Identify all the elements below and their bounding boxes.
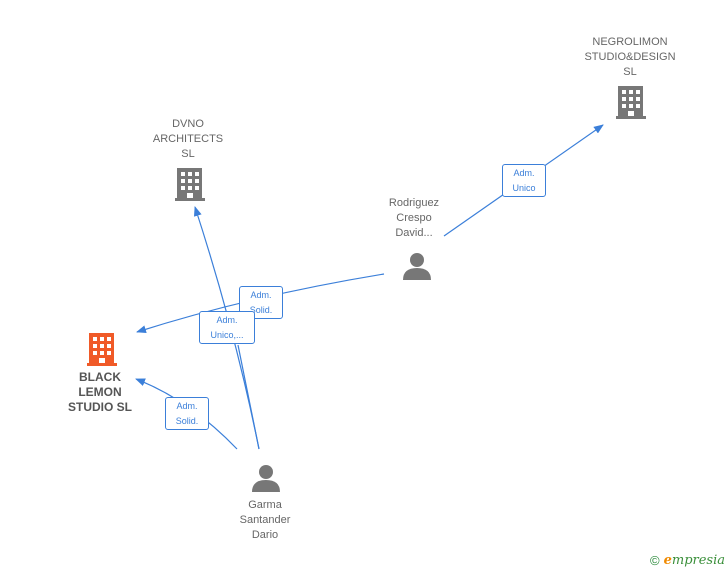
node-label-black-lemon[interactable]: BLACK LEMON STUDIO SL [67, 370, 132, 414]
building-icon [616, 86, 646, 119]
node-label-rodriguez[interactable]: Rodriguez Crespo David... [388, 197, 440, 239]
building-icon [175, 168, 205, 201]
edge-label-adm-unico-more: Adm. Unico,... [199, 311, 255, 344]
building-icon-main [87, 333, 117, 366]
node-label-dvno[interactable]: DVNO ARCHITECTS SL [152, 118, 224, 160]
copyright-icon: © [650, 553, 660, 568]
edge-label-adm-solid: Adm. Solid. [165, 397, 209, 430]
edge-label-adm-unico: Adm. Unico [502, 164, 546, 197]
node-label-garma[interactable]: Garma Santander Dario [239, 499, 291, 541]
node-label-negrolimon[interactable]: NEGROLIMON STUDIO&DESIGN SL [584, 36, 676, 78]
person-icon [252, 465, 280, 492]
footer-brand[interactable]: © empresia [650, 553, 725, 568]
edge-garma-vertical [237, 344, 260, 450]
person-icon [403, 253, 431, 280]
empresia-logo: empresia [663, 553, 726, 568]
